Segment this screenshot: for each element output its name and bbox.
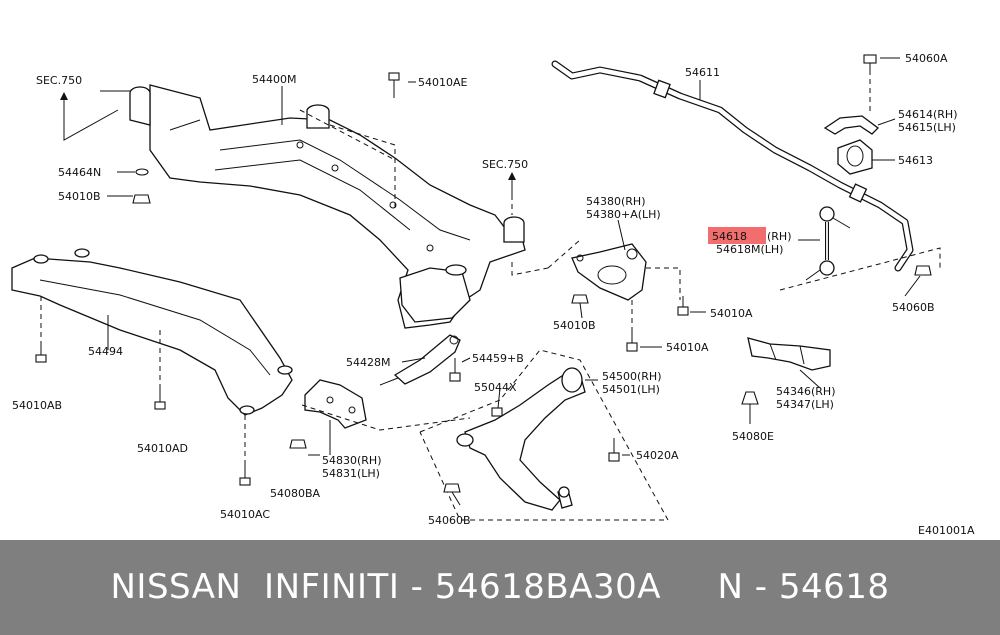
label-54010ac: 54010AC — [220, 508, 270, 521]
nut-54010b-mid — [571, 294, 589, 304]
label-54010ab: 54010AB — [12, 399, 62, 412]
drawing-id: E401001A — [918, 524, 975, 537]
bolt-54010a-1 — [677, 296, 689, 316]
bracket-54830 — [304, 379, 367, 429]
label-54380: 54380(RH) — [586, 195, 646, 208]
bolt-54010ae — [388, 72, 400, 98]
clip-54080e — [741, 391, 759, 405]
label-54830: 54830(RH) — [322, 454, 382, 467]
nut-54060b-right — [914, 265, 932, 276]
link-54428m — [379, 334, 461, 386]
label-54494: 54494 — [88, 345, 123, 358]
nut-54010b-left — [132, 194, 151, 204]
crossmember-54494 — [11, 248, 293, 416]
bolt-54010ab — [35, 341, 47, 363]
bolt-54010ad — [154, 385, 166, 410]
label-54501: 54501(LH) — [602, 383, 660, 396]
stabilizer-bar-54611 — [551, 60, 914, 272]
label-54347: 54347(LH) — [776, 398, 834, 411]
sec750-mid-callout — [508, 172, 516, 215]
part-number-text: NISSAN INFINITI - 54618BA30A N - 54618 — [110, 567, 890, 607]
bolt-55044x — [491, 407, 503, 417]
label-sec750-mid: SEC.750 — [482, 158, 528, 171]
label-54380a: 54380+A(LH) — [586, 208, 661, 221]
label-sec750-left: SEC.750 — [36, 74, 82, 87]
label-54428m: 54428M — [346, 356, 390, 369]
sec750-left-callout — [60, 92, 119, 141]
subframe-54400m — [129, 84, 526, 329]
label-54614: 54614(RH) — [898, 108, 958, 121]
label-54613: 54613 — [898, 154, 933, 167]
label-54060a: 54060A — [905, 52, 948, 65]
bolt-54459b — [449, 358, 461, 382]
lower-arm-54500 — [456, 367, 586, 511]
label-54611: 54611 — [685, 66, 720, 79]
label-54010ad: 54010AD — [137, 442, 188, 455]
label-54464n: 54464N — [58, 166, 101, 179]
leader-lines — [100, 57, 921, 506]
label-54010b-left: 54010B — [58, 190, 101, 203]
label-54010b-mid: 54010B — [553, 319, 596, 332]
label-54080e: 54080E — [732, 430, 774, 443]
bracket-54346 — [747, 337, 831, 371]
label-55044x: 55044X — [474, 381, 517, 394]
bolt-54060a — [863, 54, 877, 72]
label-54080ba: 54080BA — [270, 487, 321, 500]
label-54060b-right: 54060B — [892, 301, 935, 314]
label-54010a-2: 54010A — [666, 341, 709, 354]
bolt-54010ac — [239, 463, 251, 486]
label-54459b: 54459+B — [472, 352, 524, 365]
label-54500: 54500(RH) — [602, 370, 662, 383]
label-54010ae: 54010AE — [418, 76, 468, 89]
nut-54060b-bottom — [443, 483, 461, 493]
label-54346: 54346(RH) — [776, 385, 836, 398]
bushing-54613 — [837, 139, 873, 175]
label-54618m: 54618M(LH) — [716, 243, 783, 256]
bolt-54010a-2 — [626, 332, 638, 352]
label-54020a: 54020A — [636, 449, 679, 462]
label-54010a-1: 54010A — [710, 307, 753, 320]
washer-54464n — [135, 168, 149, 176]
bolt-54020a — [608, 438, 620, 462]
part-number-banner: NISSAN INFINITI - 54618BA30A N - 54618 — [0, 540, 1000, 635]
nut-54080ba — [289, 439, 307, 449]
bracket-54380 — [571, 243, 647, 301]
label-54831: 54831(LH) — [322, 467, 380, 480]
clamp-54614 — [823, 115, 879, 135]
label-54400m: 54400M — [252, 73, 296, 86]
label-54618-rh: (RH) — [767, 230, 792, 243]
label-54618: 54618 — [712, 230, 747, 243]
stabilizer-link-54618 — [805, 206, 851, 281]
exploded-parts-diagram: SEC.750 SEC.750 54400M 54010AE 54464N 54… — [11, 52, 975, 537]
part-54618-highlight — [708, 227, 766, 244]
label-54615: 54615(LH) — [898, 121, 956, 134]
label-54060b-bottom: 54060B — [428, 514, 471, 527]
